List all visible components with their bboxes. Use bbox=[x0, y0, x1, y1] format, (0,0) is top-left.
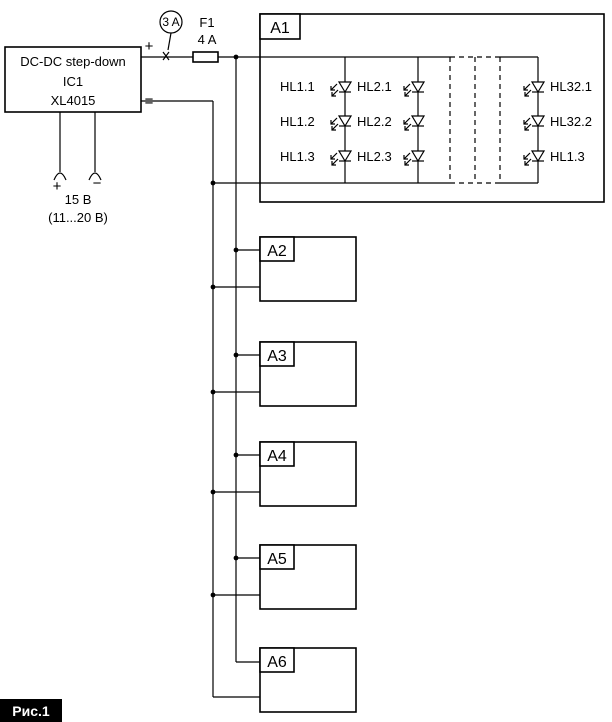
fuse-f1: F1 4 A bbox=[192, 15, 219, 63]
input-minus-terminal-icon bbox=[88, 172, 102, 181]
input-minus-mark: − bbox=[93, 175, 102, 192]
led-hl2-1-icon bbox=[403, 81, 426, 97]
converter-ic1: DC-DC step-down IC1 XL4015 + = bbox=[4, 38, 154, 113]
junction-dot bbox=[233, 555, 239, 561]
module-a5: A5 bbox=[210, 544, 357, 610]
module-label-box bbox=[259, 341, 295, 367]
junction-dot bbox=[233, 54, 239, 60]
led-label-hl1-1: HL1.1 bbox=[280, 79, 315, 94]
module-a3-label: A3 bbox=[267, 348, 287, 365]
module-label-box bbox=[259, 647, 295, 673]
supply-rails bbox=[141, 54, 260, 697]
ammeter-point: 3 A bbox=[159, 10, 183, 61]
input-plus-terminal-icon bbox=[53, 172, 67, 181]
junction-dot bbox=[210, 389, 216, 395]
led-hl32-2-icon bbox=[523, 115, 546, 131]
module-a4-label: A4 bbox=[267, 448, 287, 465]
module-label-box bbox=[259, 544, 295, 570]
led-hl1-2-icon bbox=[330, 115, 353, 131]
module-a2: A2 bbox=[210, 236, 357, 302]
junction-dot bbox=[233, 452, 239, 458]
led-hl1-3-icon bbox=[330, 150, 353, 166]
junction-dot bbox=[210, 284, 216, 290]
module-a3: A3 bbox=[210, 341, 357, 407]
fuse-ref-label: F1 bbox=[199, 15, 214, 30]
led-label-hl1-3: HL1.3 bbox=[280, 149, 315, 164]
figure-tag-background bbox=[0, 699, 62, 722]
module-a1-label-box bbox=[259, 13, 301, 40]
module-a1: A1 bbox=[259, 13, 605, 203]
module-label-box bbox=[259, 236, 295, 262]
converter-ref-label: IC1 bbox=[63, 74, 83, 89]
led-hl32-3-icon bbox=[523, 150, 546, 166]
converter-output-plus-mark: + bbox=[145, 38, 154, 55]
fuse-rating-label: 4 A bbox=[198, 32, 217, 47]
module-a1-box bbox=[259, 13, 605, 203]
led-string-1: HL1.1 HL1.2 HL1.3 bbox=[280, 57, 353, 183]
fuse-body bbox=[192, 51, 219, 63]
junction-dot bbox=[210, 489, 216, 495]
module-a1-label: A1 bbox=[270, 20, 290, 37]
led-string-32: HL32.1 HL32.2 HL1.3 bbox=[523, 57, 592, 183]
junction-dot bbox=[233, 352, 239, 358]
led-label-hl32-2: HL32.2 bbox=[550, 114, 592, 129]
module-a4: A4 bbox=[210, 441, 357, 507]
led-label-hl32-3: HL1.3 bbox=[550, 149, 585, 164]
led-hl32-1-icon bbox=[523, 81, 546, 97]
figure-tag: Рис.1 bbox=[0, 699, 62, 722]
led-string-2: HL2.1 HL2.2 HL2.3 bbox=[357, 57, 426, 183]
input-range-label: (11...20 В) bbox=[48, 210, 108, 225]
junction-dot bbox=[210, 180, 216, 186]
figure-tag-label: Рис.1 bbox=[12, 703, 50, 719]
ammeter-break-mark-b bbox=[162, 51, 170, 61]
module-label-box bbox=[259, 441, 295, 467]
input-voltage-label: 15 В bbox=[65, 192, 92, 207]
led-hl1-1-icon bbox=[330, 81, 353, 97]
module-a6: A6 bbox=[213, 647, 357, 713]
junction-dot bbox=[210, 592, 216, 598]
junction-dot bbox=[233, 247, 239, 253]
module-a5-label: A5 bbox=[267, 551, 287, 568]
converter-type-label: DC-DC step-down bbox=[20, 54, 125, 69]
led-label-hl2-3: HL2.3 bbox=[357, 149, 392, 164]
module-a2-label: A2 bbox=[267, 243, 287, 260]
ammeter-label: 3 A bbox=[162, 15, 179, 29]
input-plus-mark: + bbox=[53, 178, 62, 195]
converter-box bbox=[4, 46, 142, 113]
led-label-hl2-2: HL2.2 bbox=[357, 114, 392, 129]
module-a6-label: A6 bbox=[267, 654, 287, 671]
led-hl2-2-icon bbox=[403, 115, 426, 131]
led-label-hl32-1: HL32.1 bbox=[550, 79, 592, 94]
converter-part-label: XL4015 bbox=[51, 93, 96, 108]
led-hl2-3-icon bbox=[403, 150, 426, 166]
power-input: + − 15 В (11...20 В) bbox=[48, 112, 108, 225]
led-label-hl1-2: HL1.2 bbox=[280, 114, 315, 129]
ammeter-leader bbox=[167, 32, 172, 51]
led-label-hl2-1: HL2.1 bbox=[357, 79, 392, 94]
